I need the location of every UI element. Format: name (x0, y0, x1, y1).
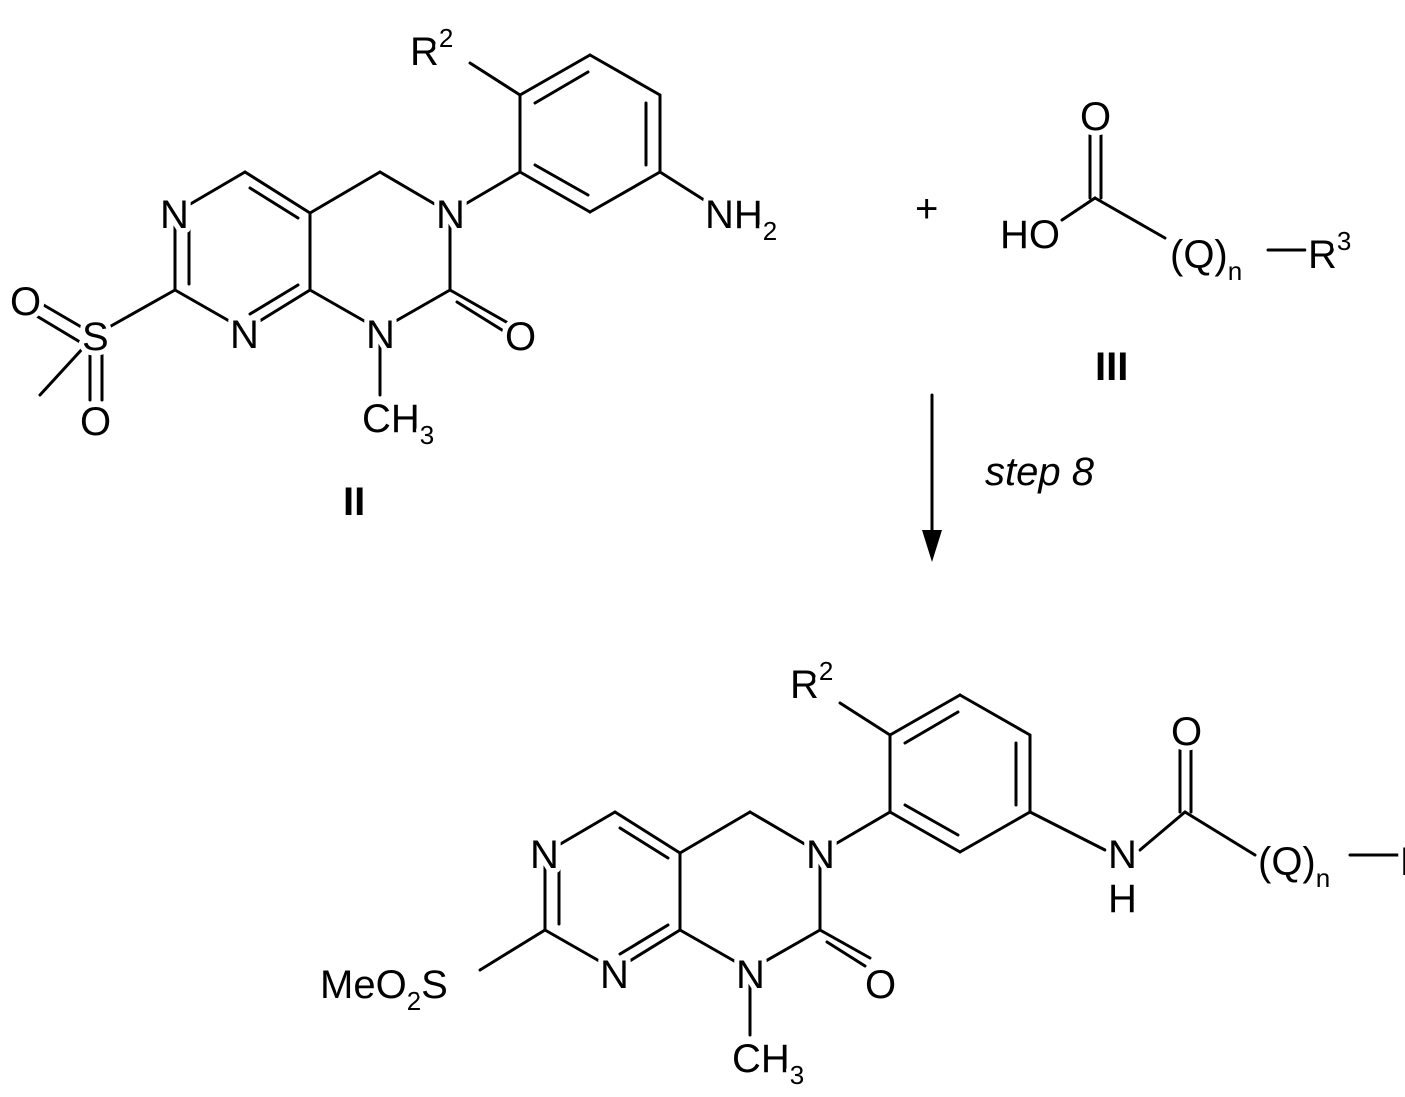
atom-ch3: CH3 (362, 397, 434, 450)
atom-n: N (600, 953, 629, 997)
atom-meo2s: MeO2S (320, 963, 448, 1016)
atom-n: N (366, 313, 395, 357)
atom-o: O (505, 315, 536, 359)
atom-n: N (160, 193, 189, 237)
reaction-arrow: step 8 (922, 395, 1095, 562)
atom-ho: HO (1000, 213, 1060, 257)
atom-n: N (436, 193, 465, 237)
atom-r-cut: R (1400, 840, 1405, 884)
product: N N N N O CH3 MeO2S R2 N H O (Q)n R (320, 656, 1405, 1090)
compound-II: N N N N O CH3 S O O R2 NH2 II (10, 23, 777, 524)
step-label: step 8 (985, 450, 1095, 494)
compound-label-II: II (343, 480, 365, 524)
atom-o: O (1171, 710, 1202, 754)
atom-o: O (865, 963, 896, 1007)
atom-h: H (1108, 877, 1137, 921)
atom-ch3: CH3 (732, 1037, 804, 1090)
atom-nh: N (1108, 833, 1137, 877)
q-group: (Q)n (1258, 840, 1330, 893)
plus-sign: + (915, 187, 938, 231)
atom-n: N (530, 833, 559, 877)
atom-nh2: NH2 (705, 193, 777, 246)
atom-r2: R2 (790, 656, 833, 707)
q-group: (Q)n (1170, 233, 1242, 286)
atom-r2: R2 (410, 23, 453, 74)
compound-III: O HO (Q)n R3 III (1000, 95, 1351, 389)
atom-r3: R3 (1308, 226, 1351, 277)
atom-s: S (82, 315, 109, 359)
atom-o: O (80, 400, 111, 444)
atom-n: N (736, 953, 765, 997)
compound-label-III: III (1095, 345, 1128, 389)
atom-o: O (10, 280, 41, 324)
atom-n: N (806, 833, 835, 877)
atom-n: N (230, 313, 259, 357)
atom-o: O (1080, 95, 1111, 139)
